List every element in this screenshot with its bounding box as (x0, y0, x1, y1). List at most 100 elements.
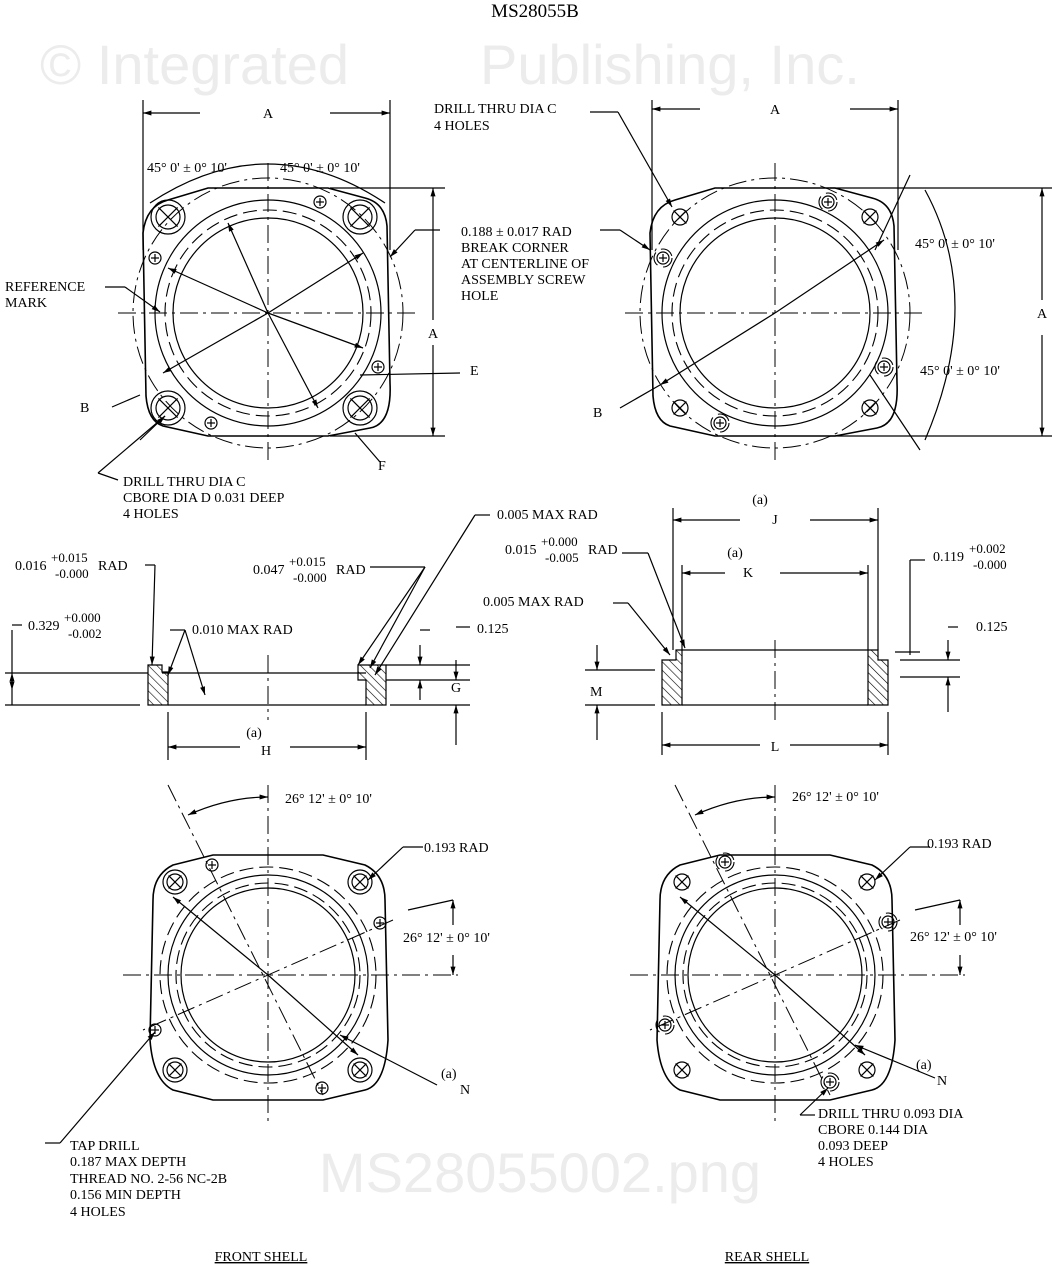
line (359, 372, 461, 376)
line (914, 899, 961, 911)
watermark-line: MS28055002.png (319, 1141, 761, 1204)
rad-015-plus: +0.000 (541, 534, 578, 549)
screw-hole (821, 195, 835, 209)
screw-hole (371, 360, 385, 374)
label-b: B (593, 406, 602, 421)
dimension-line (619, 229, 651, 251)
front-section-labels: 0.016 +0.015 -0.000 RAD 0.047 +0.015 -0.… (15, 508, 598, 759)
angle-arc (149, 163, 386, 204)
line (869, 374, 921, 451)
dimension-line (267, 312, 364, 349)
dimension-line (679, 896, 776, 976)
dimension-line (167, 267, 269, 314)
assembly-hole (351, 873, 369, 891)
assembly-hole (671, 399, 689, 417)
angle-right: 26° 12' ± 0° 10' (910, 930, 997, 945)
tap-note: TAP DRILL (70, 1139, 140, 1154)
rear-flange (649, 187, 898, 437)
line (619, 384, 661, 409)
dimension-line (647, 552, 686, 649)
dimension-line (369, 566, 426, 669)
angle-upper: 45° 0' ± 0° 10' (915, 237, 995, 252)
rad-015-suffix: RAD (588, 543, 618, 558)
line (860, 1063, 874, 1077)
counterbore (162, 1057, 188, 1083)
rad-047-plus: +0.015 (289, 554, 326, 569)
max-rad-005: 0.005 MAX RAD (497, 508, 598, 523)
watermark-line: Publishing, Inc. (480, 33, 860, 96)
drill-note: DRILL THRU 0.093 DIA (818, 1107, 964, 1122)
counterbore (162, 869, 188, 895)
dimension-line (162, 312, 269, 374)
dimension-line (124, 286, 161, 313)
max-rad-005: 0.005 MAX RAD (483, 595, 584, 610)
rad-047-base: 0.047 (253, 563, 285, 578)
rad-015-minus: -0.005 (545, 550, 579, 565)
assembly-hole (671, 208, 689, 226)
tap-note: 0.187 MAX DEPTH (70, 1155, 186, 1170)
assembly-hole (347, 204, 373, 230)
line (863, 401, 877, 415)
hatch (358, 665, 386, 705)
label-n: N (460, 1083, 470, 1098)
dimension-line (627, 602, 671, 656)
screw-hole (718, 855, 732, 869)
screw-hole (656, 251, 670, 265)
caption-front-shell: FRONT SHELL (215, 1250, 308, 1265)
rear-bottom-flange (656, 854, 896, 1101)
dimension-line (659, 312, 776, 386)
screw-hole (204, 416, 218, 430)
assembly-hole (858, 873, 876, 891)
line (168, 875, 182, 889)
angle-arc (924, 189, 956, 441)
line (157, 206, 179, 228)
dimension-line (167, 629, 186, 676)
note-a: (a) (441, 1067, 457, 1082)
counterbore (342, 390, 378, 426)
angle-lower: 45° 0' ± 0° 10' (920, 364, 1000, 379)
hatch (868, 650, 888, 705)
angle-arc (694, 794, 776, 816)
label-l: L (771, 740, 780, 755)
hatch (662, 650, 682, 705)
front-bottom-flange (149, 854, 389, 1101)
dimension-line (617, 111, 673, 208)
line (673, 210, 687, 224)
drill-note: CBORE DIA D 0.031 DEEP (123, 491, 285, 506)
dim-a-horizontal: A (770, 103, 781, 118)
screw-hole (713, 416, 727, 430)
dimension-line (874, 846, 911, 881)
assembly-hole (155, 204, 181, 230)
screw-hole-cbore (818, 192, 838, 212)
dimension-line (149, 564, 156, 666)
line (673, 401, 687, 415)
angle-top: 26° 12' ± 0° 10' (285, 792, 372, 807)
line (874, 174, 911, 251)
centerline (674, 784, 831, 1096)
dim-329-minus: -0.002 (68, 626, 102, 641)
assembly-hole (166, 873, 184, 891)
assembly-hole (861, 399, 879, 417)
dimension-line (799, 1087, 829, 1116)
line (111, 394, 141, 408)
break-corner-note: ASSEMBLY SCREW (461, 273, 586, 288)
label-n: N (937, 1074, 947, 1089)
dimension-line (367, 846, 404, 881)
assembly-hole (861, 208, 879, 226)
front-bottom-view-labels: 26° 12' ± 0° 10' 0.193 RAD 26° 12' ± 0° … (70, 792, 490, 1265)
line (863, 210, 877, 224)
tap-note: 0.156 MIN DEPTH (70, 1188, 181, 1203)
dimension-line (357, 566, 426, 666)
screw-hole-cbore (710, 413, 730, 433)
dimension-line (184, 629, 206, 696)
note-a-j: (a) (752, 493, 768, 508)
drill-note: CBORE 0.144 DIA (818, 1123, 929, 1138)
dimension-line (172, 896, 269, 976)
dim-a-horizontal: A (263, 107, 274, 122)
drill-note: 4 HOLES (818, 1155, 874, 1170)
reference-mark-label: MARK (5, 296, 47, 311)
assembly-hole (858, 1061, 876, 1079)
rear-top-view-labels: DRILL THRU DIA C 4 HOLES A A 45° 0' ± 0°… (434, 102, 1048, 421)
angle-left: 45° 0' ± 0° 10' (147, 161, 227, 176)
note-a: (a) (916, 1058, 932, 1073)
